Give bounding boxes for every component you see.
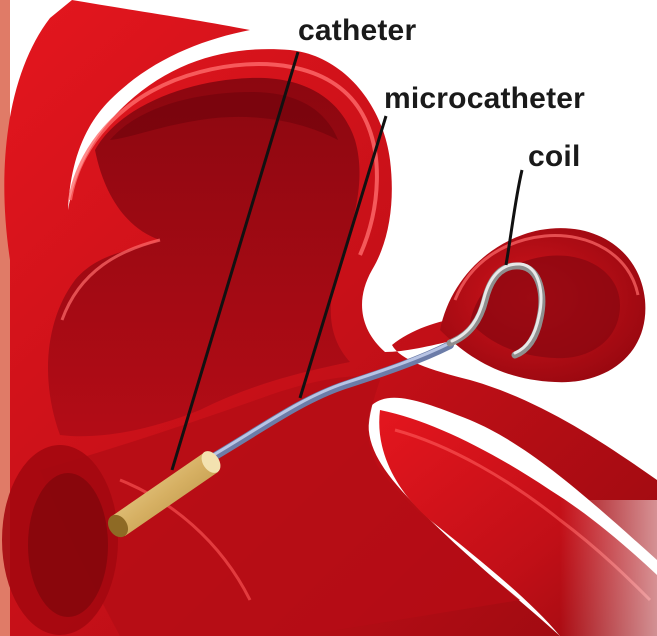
catheter-label: catheter: [298, 14, 416, 48]
branch-fade: [560, 500, 657, 636]
coil-label: coil: [528, 140, 580, 174]
vessel-cut-end-inner: [28, 473, 108, 617]
microcatheter-label: microcatheter: [384, 82, 585, 116]
